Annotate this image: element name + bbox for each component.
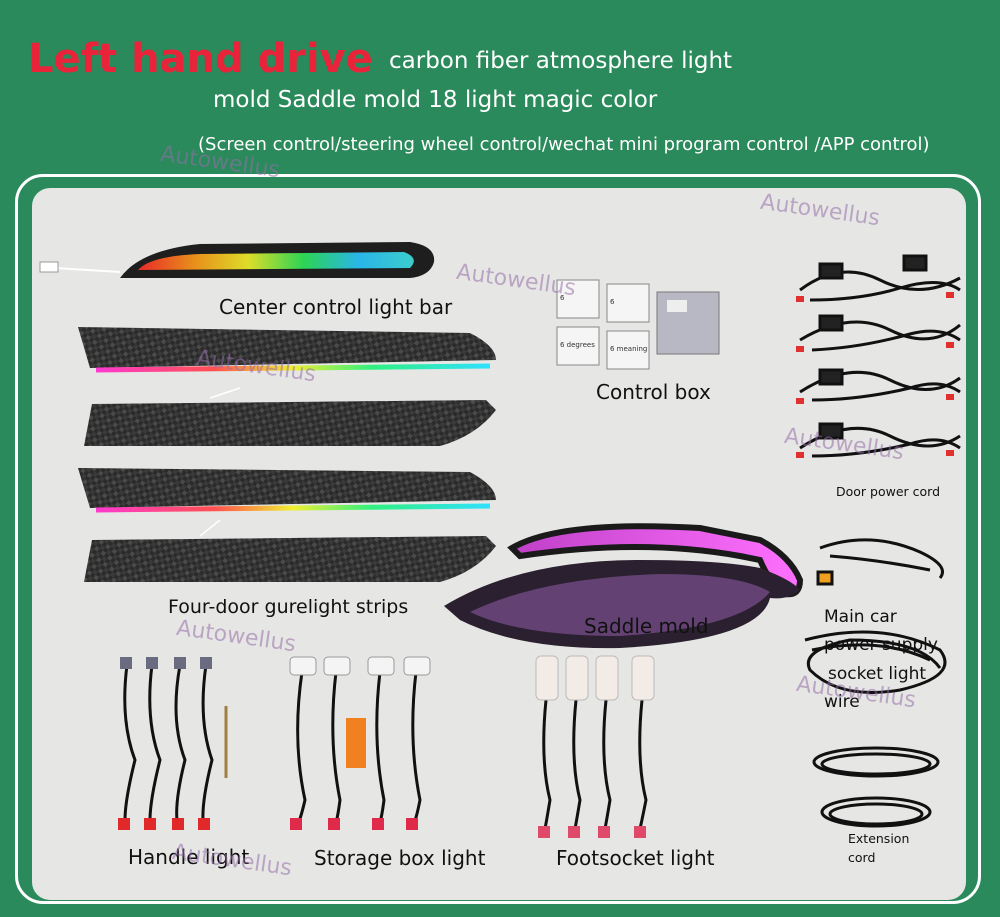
label-handle-light: Handle light (128, 845, 250, 869)
main-power-wire (804, 538, 947, 694)
label-four-door-strips: Four-door gurelight strips (168, 596, 409, 618)
extension-cord (812, 746, 940, 828)
center-control-light-bar (39, 242, 435, 278)
handle-light-plugs (118, 818, 210, 830)
door-power-cords (799, 254, 961, 458)
page-title: Left hand drive (28, 36, 373, 82)
module-label-3: 6 degrees (560, 341, 595, 349)
label-footsocket-light: Footsocket light (556, 846, 715, 870)
footsocket-light-plugs (538, 826, 646, 838)
saddle-mold (444, 523, 804, 649)
handle-lights (123, 664, 228, 821)
label-main-power-line-3: socket light (828, 664, 927, 684)
module-label-2: 6 (610, 298, 615, 306)
label-main-power-line-2: power supply (824, 635, 938, 655)
subtitle-line-2: mold Saddle mold 18 light magic color (213, 87, 658, 113)
label-control-box: Control box (596, 380, 711, 404)
label-extension-line-1: Extension (848, 831, 910, 846)
label-main-power-line-1: Main car (824, 607, 897, 627)
door-strip-4 (84, 519, 496, 582)
module-label-4: 6 meaning (610, 345, 648, 353)
label-extension-line-2: cord (848, 850, 876, 865)
module-label-1: 6 (560, 294, 565, 302)
door-strip-2 (84, 387, 496, 446)
label-storage-box-light: Storage box light (314, 846, 486, 870)
outer-frame (15, 174, 981, 904)
door-strip-1 (78, 327, 496, 373)
label-door-power-cord: Door power cord (836, 484, 941, 499)
handle-light-heads (120, 657, 212, 669)
footsocket-lights (542, 699, 648, 830)
label-center-control-light-bar: Center control light bar (219, 295, 453, 319)
door-strip-3 (78, 468, 496, 513)
label-main-power-line-4: wire (824, 692, 860, 712)
storage-box-light-heads (289, 656, 431, 676)
subtitle-line-1: carbon fiber atmosphere light (389, 48, 733, 74)
cord-connectors (796, 292, 954, 458)
label-saddle-mold: Saddle mold (584, 614, 709, 638)
sticker-tag (346, 718, 366, 768)
subtitle-line-3: (Screen control/steering wheel control/w… (198, 134, 930, 155)
footsocket-light-heads (535, 655, 655, 701)
control-box (556, 279, 720, 370)
storage-box-light-plugs (290, 818, 418, 830)
